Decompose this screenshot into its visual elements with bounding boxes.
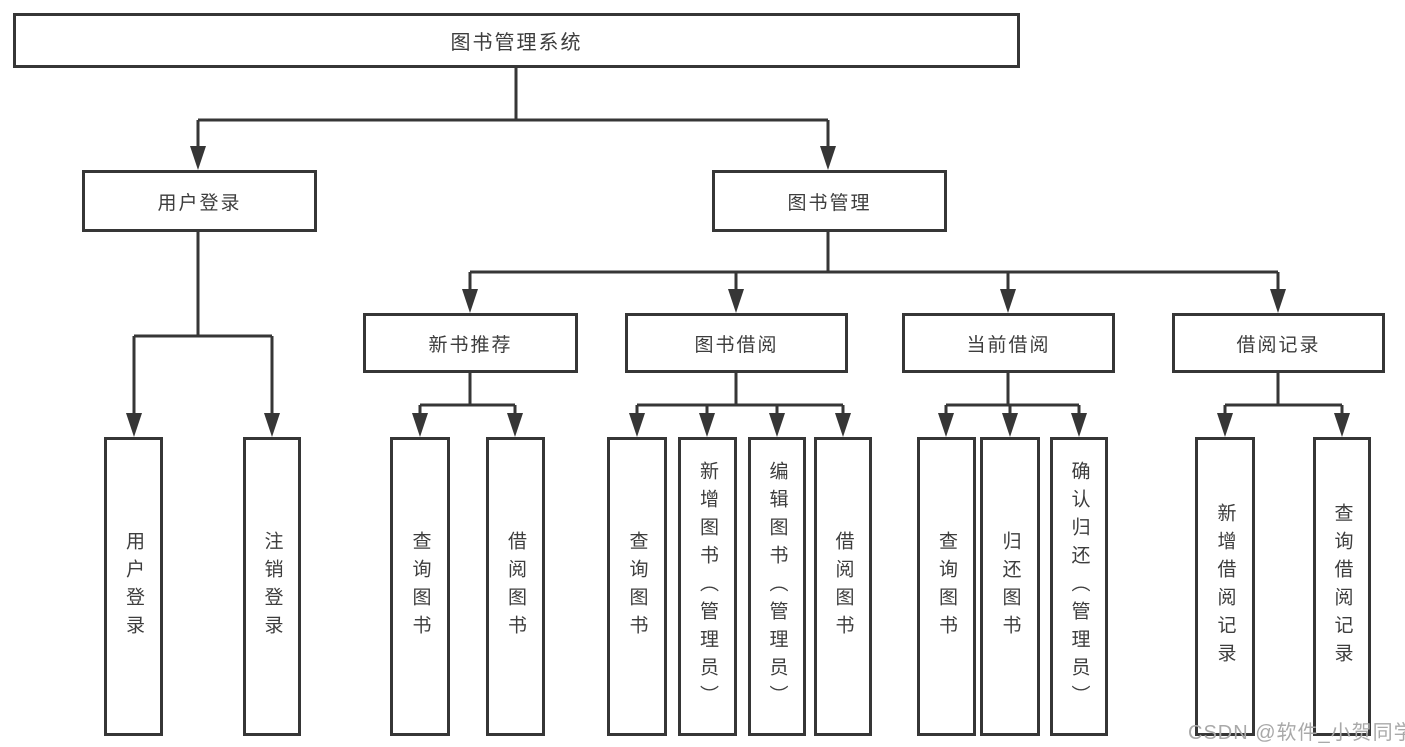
leaf-query-books-recommend-label: 查询图书 — [409, 530, 431, 643]
leaf-add-book-admin: 新增图书（管理员） — [678, 437, 737, 736]
leaf-borrow-books-recommend-label: 借阅图书 — [505, 530, 526, 643]
node-root-label: 图书管理系统 — [450, 32, 583, 54]
node-user-login-label: 用户登录 — [157, 192, 242, 214]
leaf-add-book-admin-label: 新增图书（管理员） — [697, 460, 718, 713]
leaf-borrow-books-label: 借阅图书 — [832, 530, 854, 643]
leaf-query-books-borrow-label: 查询图书 — [626, 530, 648, 643]
node-book-borrow-label: 图书借阅 — [694, 334, 779, 356]
leaf-confirm-return-admin-label: 确认归还（管理员） — [1068, 460, 1090, 713]
leaf-edit-book-admin-label: 编辑图书（管理员） — [766, 460, 788, 713]
leaf-query-borrow-record: 查询借阅记录 — [1313, 437, 1371, 736]
node-current-borrow-label: 当前借阅 — [966, 334, 1051, 356]
node-root: 图书管理系统 — [13, 13, 1020, 68]
node-user-login: 用户登录 — [82, 170, 317, 232]
leaf-logout-label: 注销登录 — [261, 530, 283, 643]
leaf-add-borrow-record-label: 新增借阅记录 — [1214, 502, 1236, 671]
watermark: CSDN @软件_小贺同学 — [1188, 722, 1405, 744]
leaf-add-borrow-record: 新增借阅记录 — [1195, 437, 1255, 736]
leaf-query-books-current-label: 查询图书 — [936, 530, 957, 643]
node-book-management-label: 图书管理 — [787, 192, 872, 214]
leaf-query-borrow-record-label: 查询借阅记录 — [1331, 502, 1353, 671]
leaf-borrow-books-recommend: 借阅图书 — [486, 437, 545, 736]
node-borrow-records: 借阅记录 — [1172, 313, 1385, 373]
leaf-query-books-current: 查询图书 — [917, 437, 976, 736]
leaf-logout: 注销登录 — [243, 437, 301, 736]
node-book-management: 图书管理 — [712, 170, 947, 232]
node-book-borrow: 图书借阅 — [625, 313, 848, 373]
node-borrow-records-label: 借阅记录 — [1236, 334, 1321, 356]
leaf-user-login-label: 用户登录 — [123, 530, 144, 643]
node-current-borrow: 当前借阅 — [902, 313, 1115, 373]
leaf-user-login: 用户登录 — [104, 437, 163, 736]
leaf-borrow-books: 借阅图书 — [814, 437, 872, 736]
leaf-confirm-return-admin: 确认归还（管理员） — [1050, 437, 1108, 736]
leaf-query-books-recommend: 查询图书 — [390, 437, 450, 736]
node-new-book-recommend-label: 新书推荐 — [428, 334, 513, 356]
leaf-query-books-borrow: 查询图书 — [607, 437, 667, 736]
leaf-return-books: 归还图书 — [980, 437, 1040, 736]
leaf-edit-book-admin: 编辑图书（管理员） — [748, 437, 806, 736]
node-new-book-recommend: 新书推荐 — [363, 313, 578, 373]
leaf-return-books-label: 归还图书 — [999, 530, 1021, 643]
